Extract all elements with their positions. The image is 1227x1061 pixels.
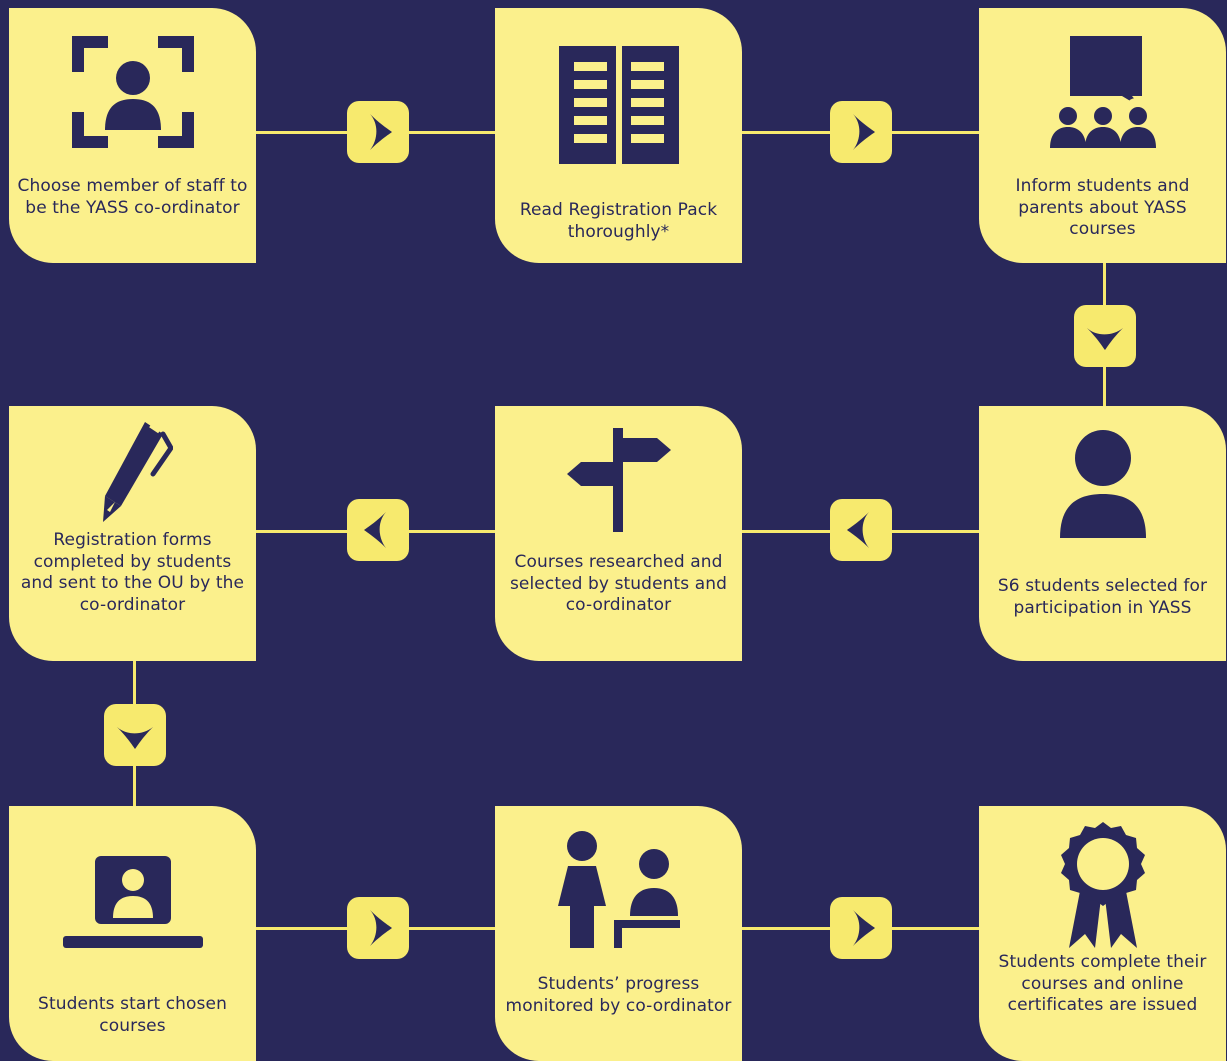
pen-icon [9, 418, 256, 526]
arrow-down [1074, 305, 1136, 367]
step-choose-coordinator: Choose member of staff to be the YASS co… [9, 8, 256, 263]
award-rosette-icon [979, 818, 1226, 950]
step-progress-monitored: Students’ progress monitored by co-ordin… [495, 806, 742, 1061]
open-book-icon [495, 44, 742, 166]
arrow-left [347, 499, 409, 561]
group-presentation-icon [979, 36, 1226, 148]
step-label: Inform students and parents about YASS c… [1015, 176, 1190, 239]
teacher-student-icon [495, 830, 742, 948]
step-s6-students-selected: S6 students selected for participation i… [979, 406, 1226, 661]
step-inform-students-parents: Inform students and parents about YASS c… [979, 8, 1226, 263]
chevron-down-icon [117, 727, 153, 749]
chevron-left-icon [847, 512, 869, 548]
step-label: Choose member of staff to be the YASS co… [17, 176, 248, 218]
arrow-right [347, 897, 409, 959]
step-label: Registration forms completed by students… [20, 530, 245, 615]
chevron-right-icon [370, 910, 392, 946]
arrow-left [830, 499, 892, 561]
step-registration-forms: Registration forms completed by students… [9, 406, 256, 661]
chevron-down-icon [1087, 328, 1123, 350]
step-label: Students complete their courses and onli… [998, 952, 1207, 1015]
step-read-registration-pack: Read Registration Pack thoroughly* [495, 8, 742, 263]
chevron-right-icon [853, 910, 875, 946]
step-label: Read Registration Pack thoroughly* [519, 200, 718, 242]
step-label: Students start chosen courses [38, 994, 227, 1036]
chevron-right-icon [370, 114, 392, 150]
chevron-left-icon [364, 512, 386, 548]
step-label: S6 students selected for participation i… [997, 576, 1208, 618]
user-focus-icon [9, 36, 256, 148]
step-label: Students’ progress monitored by co-ordin… [505, 974, 732, 1016]
arrow-right [347, 101, 409, 163]
arrow-down [104, 704, 166, 766]
step-students-start-courses: Students start chosen courses [9, 806, 256, 1061]
laptop-user-icon [9, 856, 256, 954]
signpost-icon [495, 428, 742, 532]
arrow-right [830, 101, 892, 163]
step-label: Courses researched and selected by stude… [509, 552, 728, 615]
step-courses-complete-certificates: Students complete their courses and onli… [979, 806, 1226, 1061]
arrow-right [830, 897, 892, 959]
chevron-right-icon [853, 114, 875, 150]
step-courses-researched: Courses researched and selected by stude… [495, 406, 742, 661]
person-icon [979, 428, 1226, 540]
